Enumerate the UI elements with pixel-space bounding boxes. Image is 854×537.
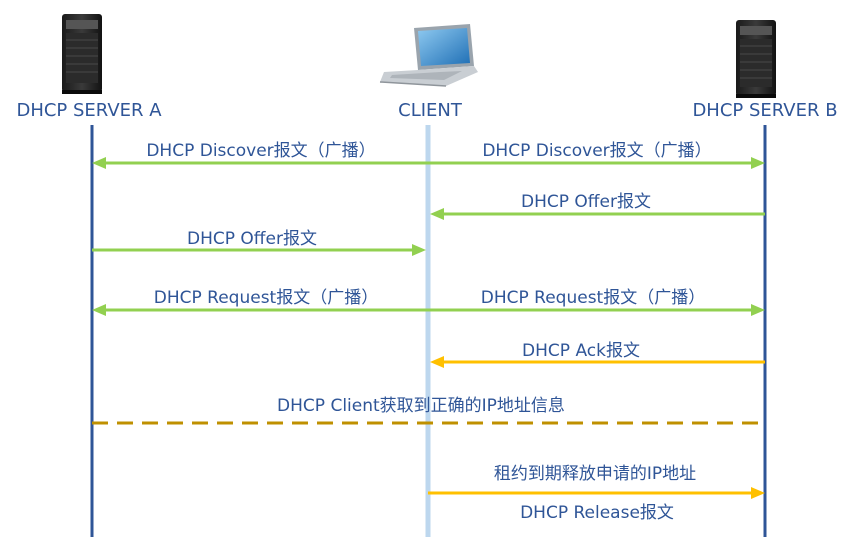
discover-arrow-left xyxy=(92,157,428,169)
release-arrow xyxy=(428,487,765,499)
request-arrow-right xyxy=(428,304,765,316)
server-b-label: DHCP SERVER B xyxy=(692,100,838,121)
lease-expire-label: 租约到期释放申请的IP地址 xyxy=(493,464,697,484)
laptop-icon xyxy=(379,24,478,87)
client-label: CLIENT xyxy=(398,100,462,121)
ack-label: DHCP Ack报文 xyxy=(522,341,640,361)
offer-a-arrow xyxy=(92,244,426,256)
discover-left-label: DHCP Discover报文（广播） xyxy=(146,141,376,161)
server-b-icon xyxy=(736,20,776,98)
ack-arrow xyxy=(430,356,765,368)
discover-arrow-right xyxy=(428,157,765,169)
offer-a-label: DHCP Offer报文 xyxy=(187,229,317,249)
request-right-label: DHCP Request报文（广播） xyxy=(480,288,706,308)
ip-obtained-label: DHCP Client获取到正确的IP地址信息 xyxy=(277,396,565,416)
release-label: DHCP Release报文 xyxy=(520,503,674,523)
server-a-icon xyxy=(62,14,102,94)
request-arrow-left xyxy=(92,304,428,316)
request-left-label: DHCP Request报文（广播） xyxy=(153,288,379,308)
discover-right-label: DHCP Discover报文（广播） xyxy=(482,141,712,161)
server-a-label: DHCP SERVER A xyxy=(16,100,162,121)
offer-b-arrow xyxy=(430,208,765,220)
offer-b-label: DHCP Offer报文 xyxy=(521,192,651,212)
